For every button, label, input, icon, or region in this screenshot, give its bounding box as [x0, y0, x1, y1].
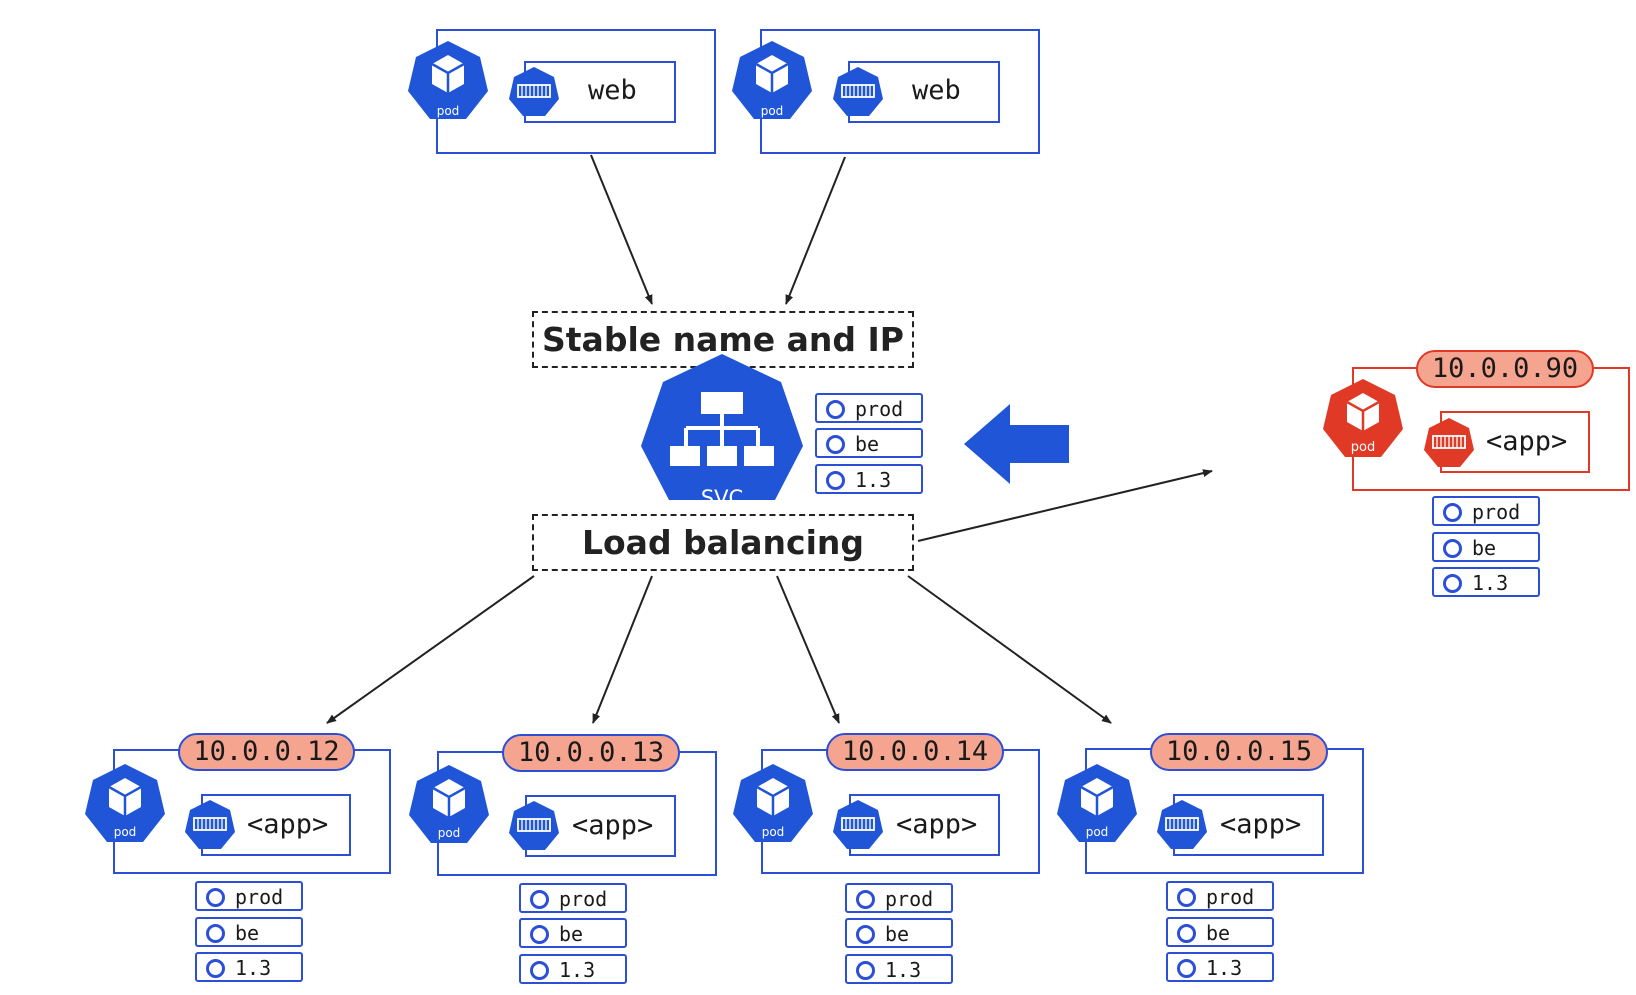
- label-tag: prod: [1166, 881, 1274, 911]
- label-tag: 1.3: [815, 464, 923, 494]
- label-ring-icon: [206, 888, 225, 907]
- arrow-lb-to-pod-15: [907, 575, 1112, 724]
- pod-icon-label: pod: [1086, 825, 1109, 839]
- arrow-lb-to-pod-14: [776, 575, 840, 724]
- label-ring-icon: [826, 435, 845, 454]
- label-ring-icon: [206, 959, 225, 978]
- label-ring-icon: [1177, 924, 1196, 943]
- pod-ip-badge: 10.0.0.15: [1150, 733, 1328, 771]
- label-tag: prod: [845, 883, 953, 913]
- container-icon: [832, 799, 884, 850]
- label-tag: prod: [815, 393, 923, 423]
- pod-ip-badge: 10.0.0.14: [826, 733, 1004, 771]
- label-text: be: [1472, 536, 1497, 560]
- label-tag: prod: [519, 883, 627, 913]
- label-text: prod: [855, 397, 904, 421]
- container-label: <app>: [1486, 426, 1568, 457]
- label-ring-icon: [1177, 888, 1196, 907]
- label-tag: 1.3: [519, 954, 627, 984]
- label-ring-icon: [1443, 574, 1462, 593]
- label-text: be: [235, 921, 260, 945]
- label-ring-icon: [826, 400, 845, 419]
- label-tag: be: [195, 917, 303, 947]
- label-ring-icon: [530, 961, 549, 980]
- container-label: <app>: [1220, 809, 1302, 840]
- service-icon-label: SVC: [701, 486, 743, 510]
- label-ring-icon: [856, 961, 875, 980]
- label-tag: 1.3: [195, 952, 303, 982]
- label-ring-icon: [826, 471, 845, 490]
- label-tag: 1.3: [1166, 952, 1274, 982]
- big-left-arrow-icon: [964, 404, 1069, 484]
- service-network-icon: SVC: [641, 354, 803, 510]
- pod-icon-label: pod: [761, 104, 784, 118]
- label-text: 1.3: [1206, 956, 1243, 980]
- arrow-svc-to-new-pod: [917, 469, 1213, 542]
- label-text: be: [885, 922, 910, 946]
- container-label: <app>: [572, 810, 654, 841]
- container-icon: [1156, 799, 1208, 850]
- label-tag: 1.3: [845, 954, 953, 984]
- label-ring-icon: [206, 924, 225, 943]
- pod-ip-badge: 10.0.0.12: [178, 733, 355, 771]
- label-ring-icon: [1443, 503, 1462, 522]
- container-icon: [184, 799, 236, 850]
- label-text: be: [1206, 921, 1231, 945]
- label-tag: be: [519, 918, 627, 948]
- pod-icon-label: pod: [1351, 440, 1375, 455]
- label-tag: 1.3: [1432, 567, 1540, 597]
- label-ring-icon: [530, 890, 549, 909]
- pod-icon-label: pod: [438, 826, 461, 840]
- container-icon: [1423, 417, 1475, 468]
- container-label: <app>: [247, 809, 329, 840]
- container-icon: [508, 66, 560, 117]
- load-balancing-box: Load balancing: [532, 514, 914, 571]
- label-text: 1.3: [559, 958, 596, 982]
- label-text: prod: [235, 885, 284, 909]
- label-text: be: [559, 922, 584, 946]
- container-icon: [832, 66, 884, 117]
- label-ring-icon: [856, 890, 875, 909]
- label-text: 1.3: [855, 468, 892, 492]
- pod-icon-label: pod: [114, 825, 137, 839]
- label-ring-icon: [856, 925, 875, 944]
- label-tag: prod: [195, 881, 303, 911]
- label-text: prod: [1472, 500, 1521, 524]
- label-text: 1.3: [1472, 571, 1509, 595]
- pod-icon-label: pod: [762, 825, 785, 839]
- label-text: prod: [1206, 885, 1255, 909]
- label-text: be: [855, 432, 880, 456]
- arrow-lb-to-pod-13: [592, 575, 653, 724]
- pod-icon-label: pod: [437, 104, 460, 118]
- arrow-web1-to-svc: [590, 154, 653, 305]
- label-tag: be: [815, 428, 923, 458]
- label-tag: be: [1432, 532, 1540, 562]
- label-text: prod: [885, 887, 934, 911]
- pod-ip-badge: 10.0.0.13: [502, 734, 680, 772]
- container-label: web: [588, 75, 637, 106]
- container-label: <app>: [896, 809, 978, 840]
- label-text: 1.3: [235, 956, 272, 980]
- pod-ip-badge: 10.0.0.90: [1416, 350, 1594, 388]
- label-tag: be: [1166, 917, 1274, 947]
- label-ring-icon: [1177, 959, 1196, 978]
- label-ring-icon: [1443, 539, 1462, 558]
- container-icon: [508, 800, 560, 851]
- label-ring-icon: [530, 925, 549, 944]
- label-tag: prod: [1432, 496, 1540, 526]
- container-label: web: [912, 75, 961, 106]
- arrow-web2-to-svc: [785, 156, 846, 305]
- label-tag: be: [845, 918, 953, 948]
- label-text: 1.3: [885, 958, 922, 982]
- arrow-lb-to-pod-12: [326, 575, 535, 724]
- label-text: prod: [559, 887, 608, 911]
